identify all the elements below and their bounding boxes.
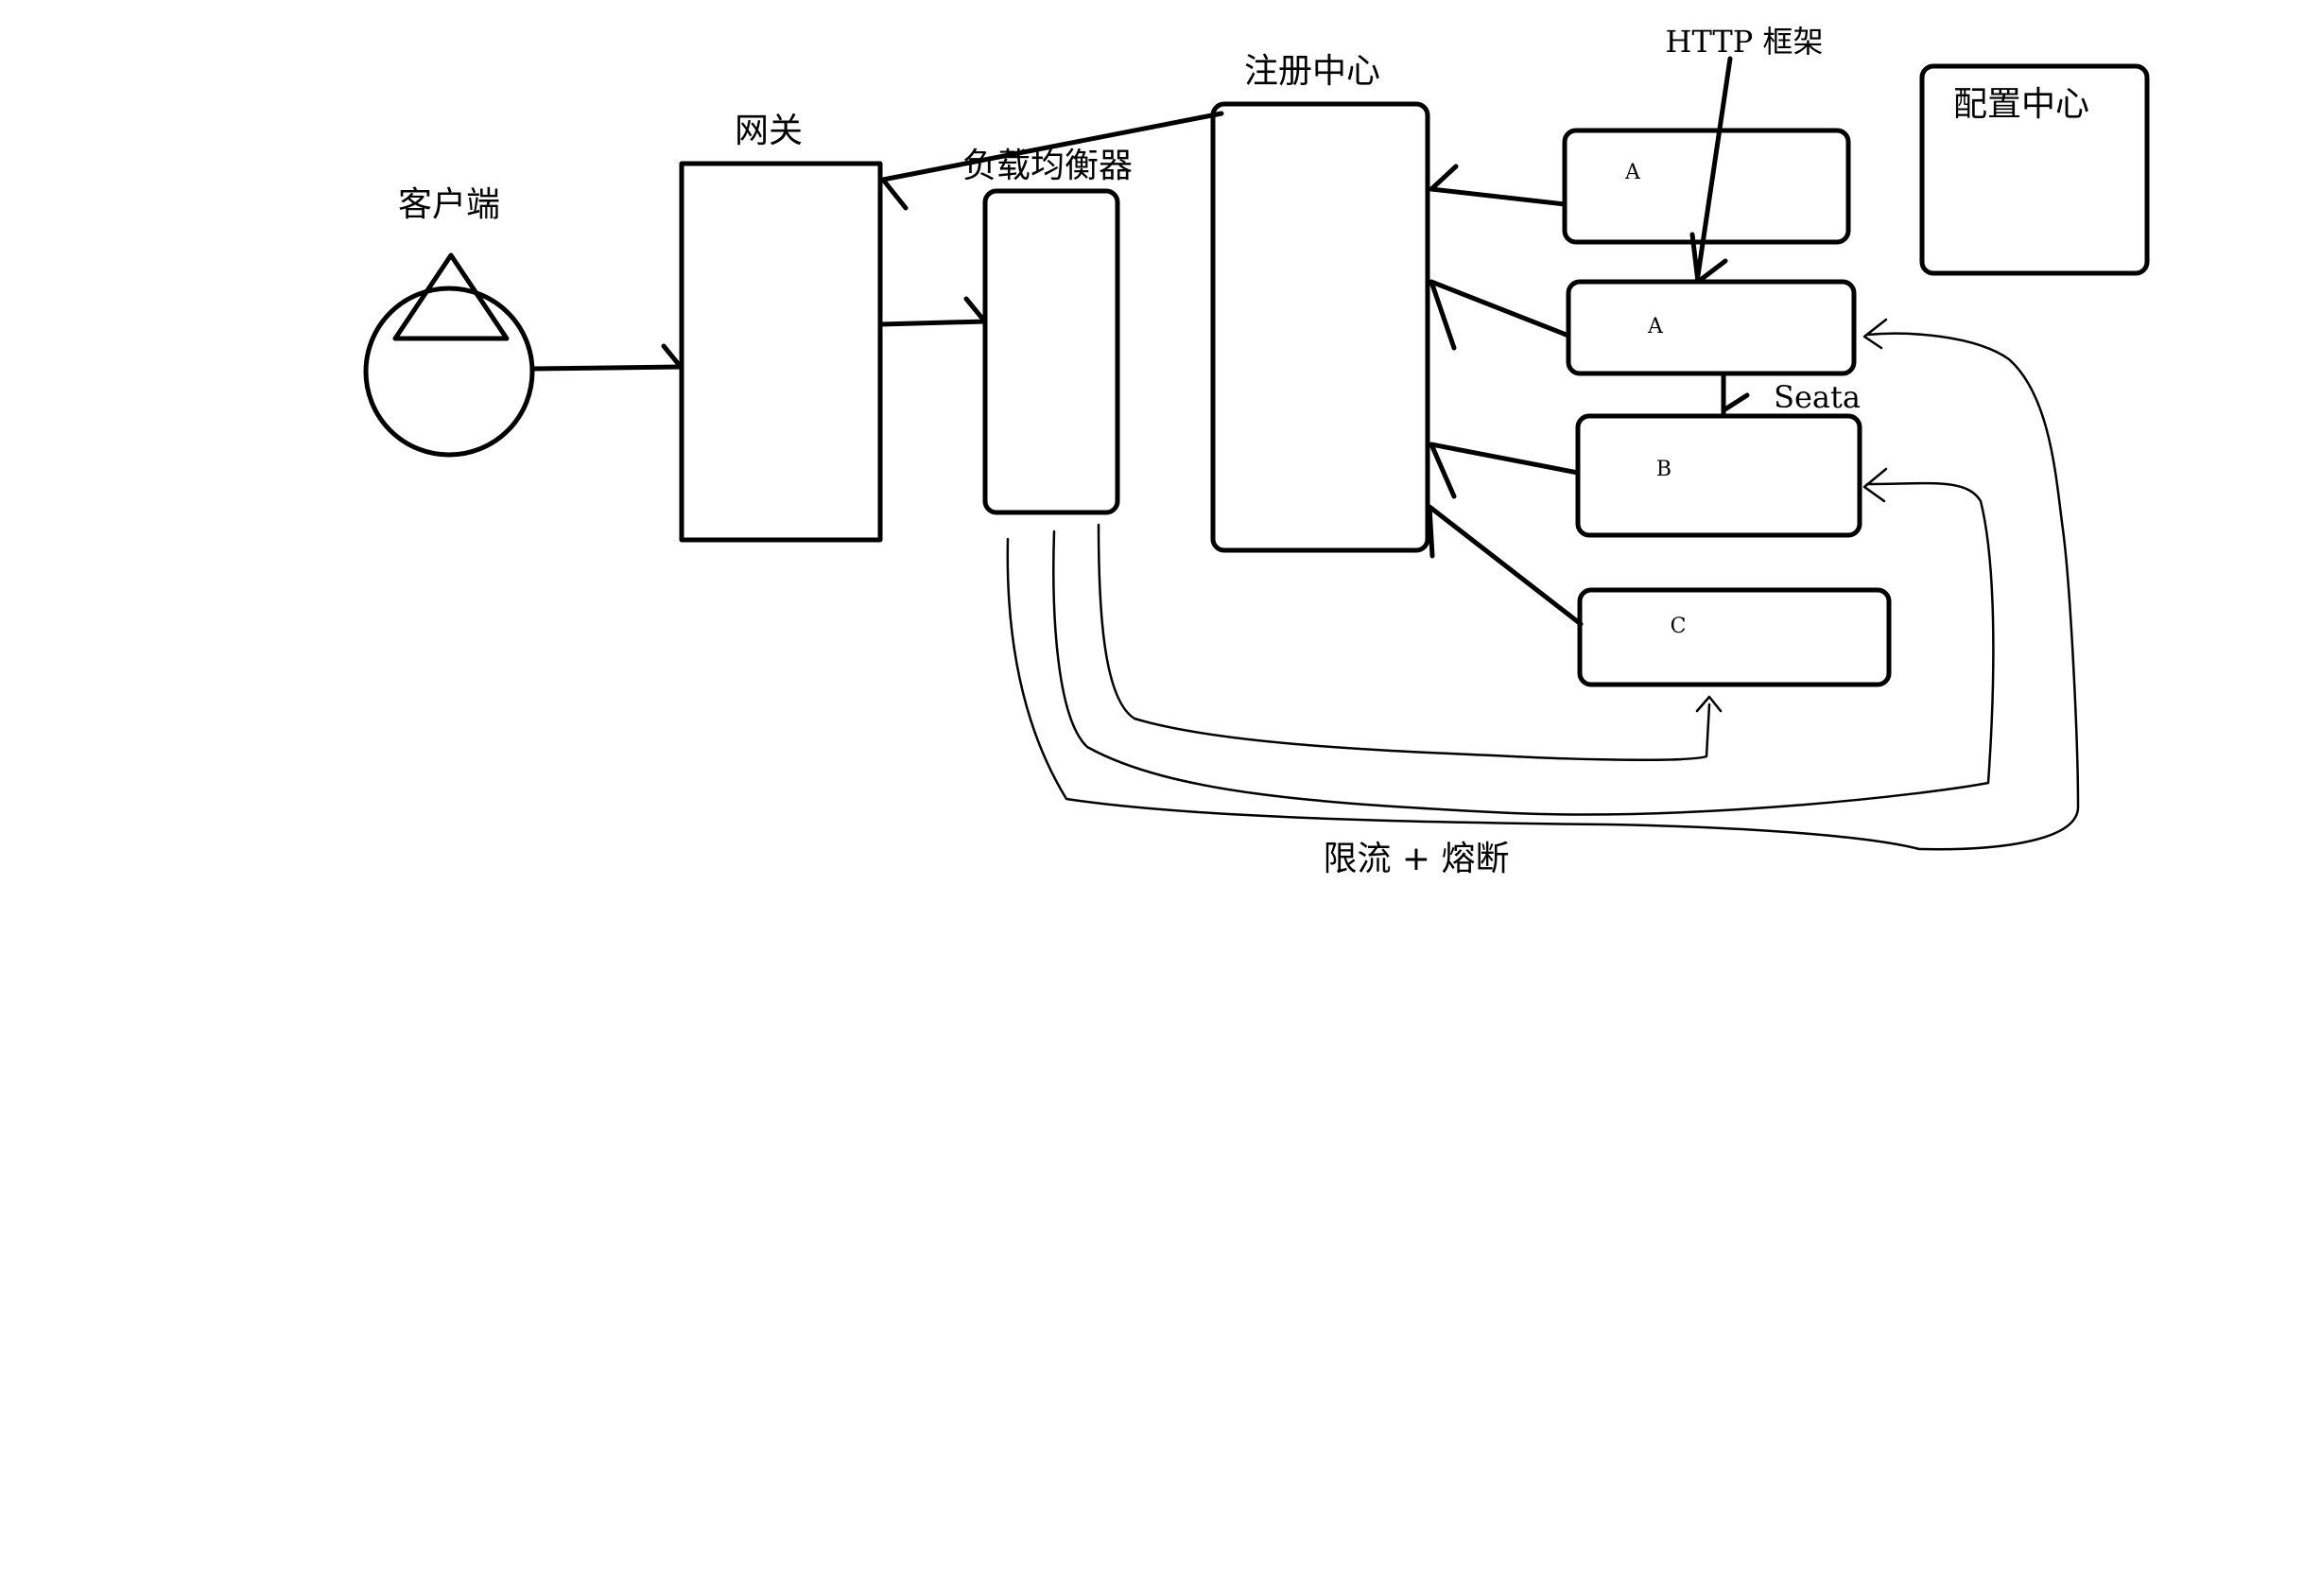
client-label: 客户端 [398, 185, 500, 224]
registry-label: 注册中心 [1244, 52, 1380, 91]
seata-link: Seata [1721, 371, 1861, 419]
registry-to-gateway-arrow [880, 111, 1224, 211]
config-center-label: 配置中心 [1953, 85, 2089, 124]
seata-label: Seata [1774, 379, 1861, 415]
service-c-box [1577, 587, 1892, 687]
lb-to-b-curve [1052, 467, 1995, 816]
config-center-box [1919, 63, 2150, 276]
service-a1: A [1562, 128, 1851, 245]
a2-to-registry-arrow [1429, 279, 1571, 351]
client-to-gateway-arrow [529, 343, 684, 372]
gateway-label: 网关 [735, 112, 803, 150]
c-to-registry-arrow [1427, 504, 1584, 627]
registry-box [1210, 101, 1430, 553]
registry-node: 注册中心 [1210, 52, 1430, 553]
service-b-label: B [1656, 458, 1671, 481]
http-framework-label: HTTP 框架 [1666, 24, 1824, 60]
service-a1-box [1562, 128, 1851, 245]
service-c: C [1577, 587, 1892, 687]
service-b-box [1575, 413, 1862, 538]
b-to-registry-arrow [1429, 442, 1581, 499]
http-framework-annotation: HTTP 框架 [1666, 24, 1824, 285]
load-balancer-label: 负载均衡器 [962, 147, 1133, 185]
rate-limit-circuits: 限流 + 熔断 [1006, 318, 2080, 878]
service-b: B [1575, 413, 1862, 538]
http-framework-arrow [1689, 56, 1733, 285]
service-a2-label: A [1647, 315, 1664, 338]
gateway-node: 网关 [679, 112, 883, 543]
client-head-circle [363, 286, 535, 458]
gateway-to-load-balancer-arrow [877, 296, 988, 327]
service-a1-label: A [1624, 161, 1641, 184]
rate-limit-label: 限流 + 熔断 [1323, 840, 1509, 878]
client-node: 客户端 [363, 185, 535, 458]
service-a2-box [1566, 279, 1857, 376]
seata-connector [1721, 371, 1750, 419]
service-c-label: C [1671, 615, 1687, 638]
load-balancer-node: 负载均衡器 [962, 147, 1133, 515]
config-center-node: 配置中心 [1919, 63, 2150, 276]
lb-to-a2-curve [1006, 318, 2080, 851]
a1-to-registry-arrow [1429, 164, 1568, 207]
lb-to-c-curve [1097, 523, 1723, 761]
service-a2: A [1566, 279, 1857, 376]
load-balancer-box [982, 188, 1120, 515]
client-triangle [392, 252, 510, 341]
gateway-box [679, 161, 883, 543]
